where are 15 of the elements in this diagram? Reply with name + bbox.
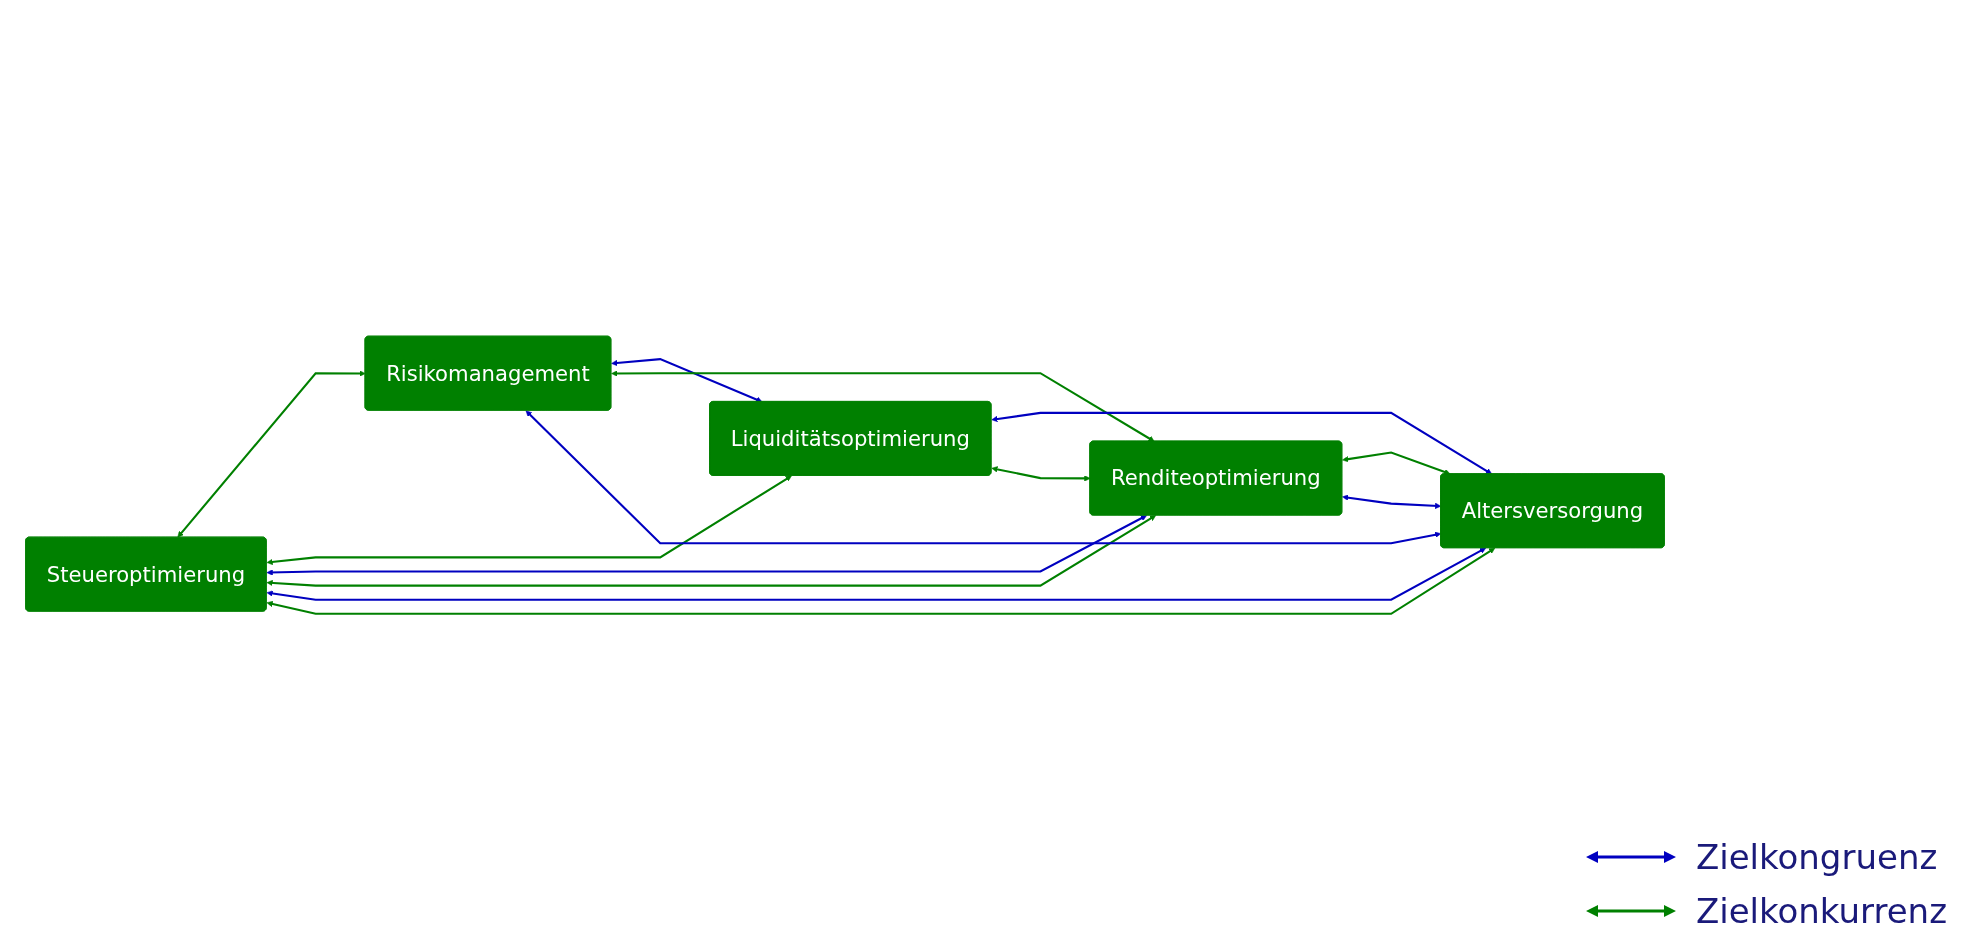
legend-label: Zielkongruenz <box>1695 837 1938 877</box>
arrow <box>991 466 1091 482</box>
arrow <box>177 370 366 538</box>
arrow <box>1342 494 1442 509</box>
arrow <box>266 515 1157 587</box>
arrow <box>266 515 1147 576</box>
arrow <box>611 370 1155 442</box>
arrow <box>1342 451 1451 476</box>
arrow <box>266 547 1496 615</box>
legend-label: Zielkonkurrenz <box>1695 891 1947 931</box>
arrow <box>525 410 1442 545</box>
arrow <box>991 411 1493 475</box>
arrow <box>266 547 1486 601</box>
arrow <box>266 475 792 566</box>
arrow <box>611 358 763 403</box>
